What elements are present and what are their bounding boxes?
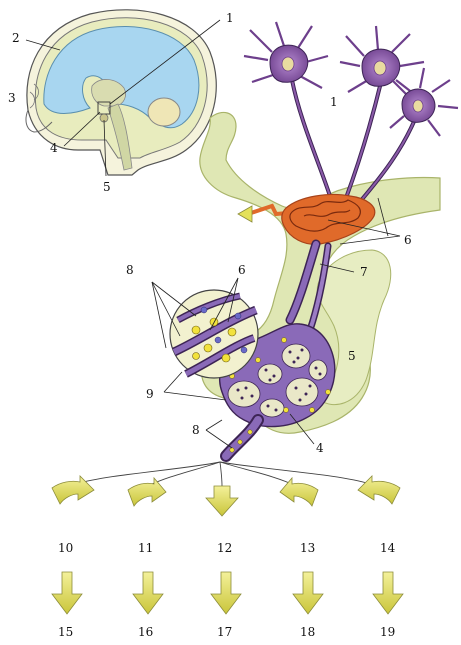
label-out-14: 14 [380, 541, 396, 555]
arrow-out-13 [280, 478, 318, 506]
label-inset-3: 3 [8, 91, 16, 105]
arrow-down-17 [211, 572, 241, 614]
label-out-11: 11 [138, 541, 153, 555]
label-main-1: 1 [330, 95, 338, 109]
label-main-7: 7 [360, 265, 368, 279]
arrow-in [238, 206, 252, 222]
output-duct [226, 420, 258, 456]
neuron-3 [390, 68, 458, 136]
neuron-1 [244, 22, 328, 88]
label-inset-1: 1 [226, 11, 234, 25]
arrow-down-19 [373, 572, 403, 614]
arrow-out-14 [358, 476, 400, 504]
label-inset-5: 5 [103, 180, 111, 194]
label-main-4: 4 [316, 441, 324, 455]
arrow-out-11 [128, 478, 166, 506]
arrow-out-12 [206, 486, 238, 516]
label-out-13: 13 [300, 541, 315, 555]
magnified-circle [170, 290, 258, 378]
label-out-10: 10 [58, 541, 73, 555]
label-main-8-upper: 8 [126, 263, 134, 277]
neuron-2 [340, 26, 424, 94]
label-out-16: 16 [138, 625, 153, 639]
label-main-5: 5 [348, 349, 356, 363]
arrow-down-18 [293, 572, 323, 614]
label-main-9: 9 [146, 387, 154, 401]
label-out-18: 18 [300, 625, 315, 639]
label-out-19: 19 [380, 625, 395, 639]
label-main-6-mid: 6 [238, 263, 246, 277]
neuron-cluster [244, 22, 458, 136]
label-out-12: 12 [217, 541, 232, 555]
label-main-8-lower: 8 [192, 423, 200, 437]
label-inset-2: 2 [12, 31, 20, 45]
arrow-down-15 [52, 572, 82, 614]
cerebellum [148, 98, 180, 126]
label-main-6-upper: 6 [404, 233, 412, 247]
arrow-down-16 [133, 572, 163, 614]
label-out-15: 15 [58, 625, 73, 639]
label-out-17: 17 [217, 625, 232, 639]
label-inset-4: 4 [50, 141, 58, 155]
arrow-out-10 [52, 476, 94, 504]
output-fan [52, 462, 403, 614]
